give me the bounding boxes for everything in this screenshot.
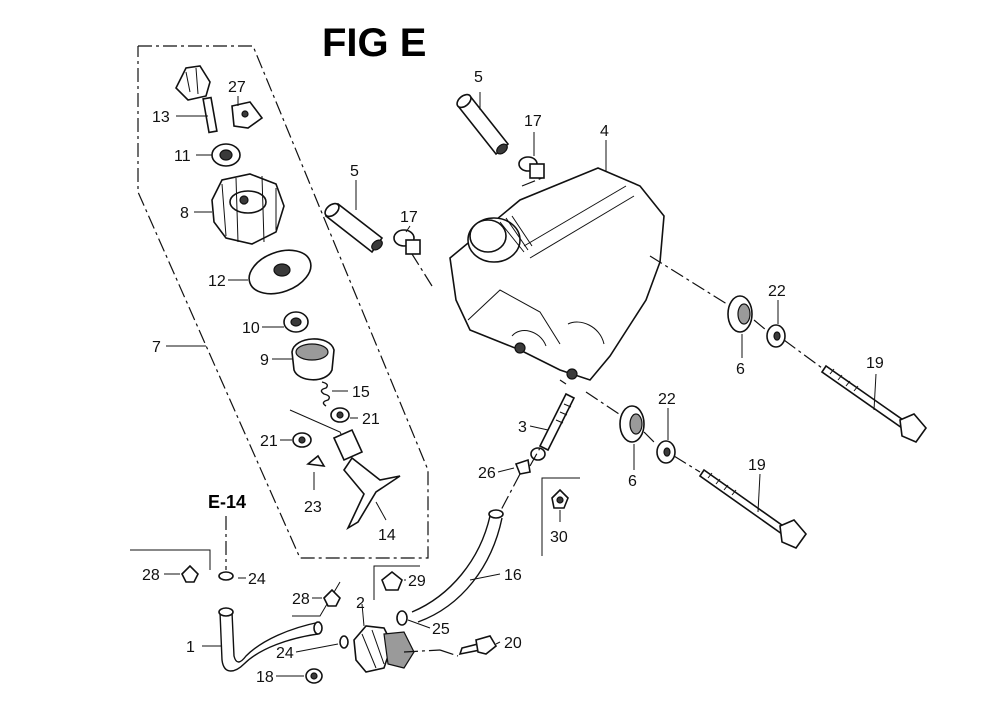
callout-4: 4 [600,123,609,140]
part-23-clip[interactable] [306,454,326,467]
part-17-grommet-upper[interactable] [518,156,545,179]
callout-21-right: 21 [362,411,380,428]
part-4-fuel-tank[interactable] [449,167,665,381]
callout-25: 25 [432,621,450,638]
callout-27: 27 [228,79,246,96]
part-21-washer-right[interactable] [330,407,350,423]
callout-10: 10 [242,320,260,337]
callout-12: 12 [208,273,226,290]
callout-13: 13 [152,109,170,126]
callout-2: 2 [356,595,365,612]
part-2-fuel-valve[interactable] [353,625,415,673]
callout-21-left: 21 [260,433,278,450]
callout-22-lower: 22 [658,391,676,408]
callout-6-upper: 6 [736,361,745,378]
part-26-clip[interactable] [514,458,531,475]
part-1-fuel-pipe[interactable] [218,607,323,672]
part-30-bracket [541,477,580,556]
part-27-hole [241,110,249,118]
part-9-strainer-cup[interactable] [291,338,335,381]
part-6-mount-lower[interactable] [619,405,645,443]
callout-6-lower: 6 [628,473,637,490]
callout-5-lower: 5 [350,163,359,180]
figure-title: FIG E [322,21,426,65]
callout-17-lower: 17 [400,209,418,226]
part-22-washer-upper[interactable] [766,324,786,348]
part-12-cap-gasket[interactable] [243,242,317,301]
part-24-clip-upper[interactable] [218,571,234,581]
callout-19-upper: 19 [866,355,884,372]
callout-3: 3 [518,419,527,436]
callout-15: 15 [352,384,370,401]
callout-labels: 13 27 11 8 12 10 9 7 15 21 21 23 14 5 17… [142,69,884,686]
part-19-bolt-lower[interactable] [698,468,808,549]
part-10-nut[interactable] [283,311,309,333]
callout-24-upper: 24 [248,571,266,588]
part-13-vent-knob[interactable] [175,65,218,134]
callout-24-lower: 24 [276,645,294,662]
callout-28-right: 28 [292,591,310,608]
callout-16: 16 [504,567,522,584]
callout-23: 23 [304,499,322,516]
leader-lines [164,92,877,677]
callout-19-lower: 19 [748,457,766,474]
part-25-clip[interactable] [396,610,408,626]
part-8-fuel-cap[interactable] [211,173,285,245]
part-22-washer-lower[interactable] [656,440,676,464]
callout-9: 9 [260,352,269,369]
reference-e14: E-14 [208,492,246,512]
callout-29: 29 [408,573,426,590]
part-5-hose-upper[interactable] [455,92,510,156]
part-21-washer-left[interactable] [292,432,312,448]
callout-14: 14 [378,527,396,544]
callout-22-upper: 22 [768,283,786,300]
callout-7: 7 [152,339,161,356]
part-14-fuel-gauge[interactable] [289,409,401,531]
part-3-valve-bolt[interactable] [530,392,576,461]
part-19-bolt-upper[interactable] [820,364,928,443]
part-17-grommet-lower[interactable] [393,229,421,255]
part-24-clip-lower[interactable] [339,635,349,649]
part-20-bolt[interactable] [458,635,498,656]
callout-17-upper: 17 [524,113,542,130]
callout-5-upper: 5 [474,69,483,86]
part-15-spring[interactable] [320,381,331,407]
part-5-hose-lower[interactable] [323,201,385,254]
callout-1: 1 [186,639,195,656]
callout-26: 26 [478,465,496,482]
callout-8: 8 [180,205,189,222]
callout-11: 11 [174,148,191,165]
part-28-clamp-right[interactable] [323,588,341,607]
lower-group-bracket [130,549,211,570]
callout-20: 20 [504,635,522,652]
callout-30: 30 [550,529,568,546]
part-28-clamp-left[interactable] [181,564,199,583]
part-18-nut[interactable] [305,668,323,684]
part-29-clamp[interactable] [381,570,403,591]
part-16-fuel-hose[interactable] [411,509,504,623]
part-29-bracket [373,565,420,600]
part-6-mount-upper[interactable] [727,295,753,333]
part-30-clamp[interactable] [551,488,569,509]
assembly-group-outline [137,45,429,559]
part-11-nut[interactable] [211,143,241,167]
callout-18: 18 [256,669,274,686]
callout-28-left: 28 [142,567,160,584]
